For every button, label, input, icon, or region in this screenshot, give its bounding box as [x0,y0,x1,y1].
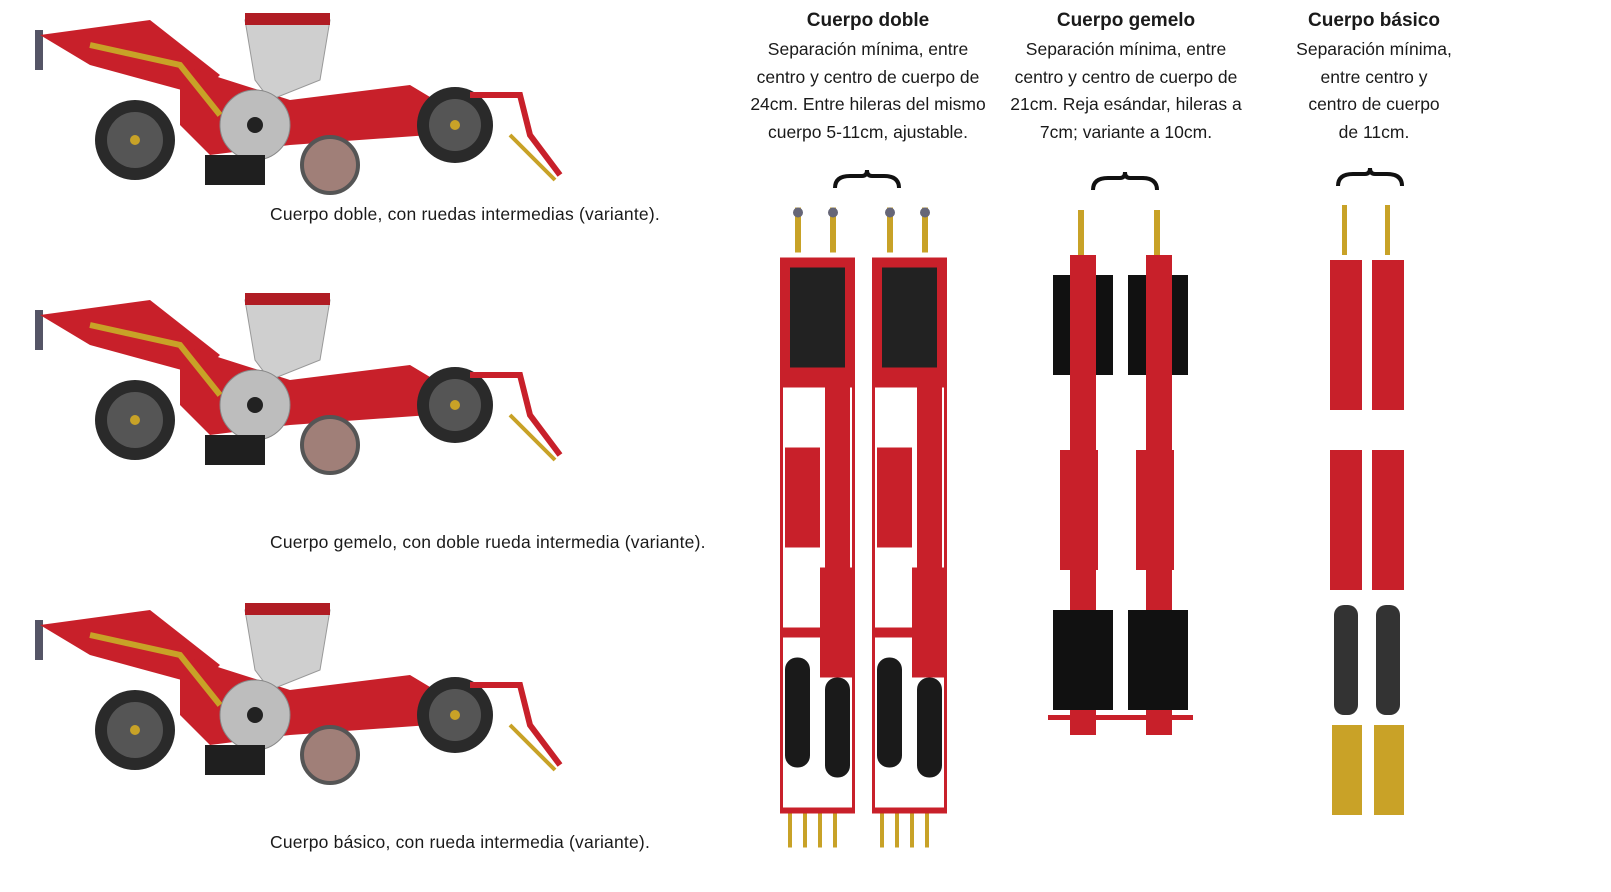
top-view-cuerpo-basico [1330,205,1404,815]
desc-line: Separación mínima, [1296,39,1452,59]
desc-line: entre centro y [1320,66,1428,87]
side-view-cuerpo-gemelo-image [30,285,570,505]
column-cuerpo-doble: Cuerpo doble Separación mínima, entre cen… [738,10,998,146]
column-cuerpo-basico: Cuerpo básico Separación mínima, entre ce… [1244,10,1504,146]
desc-line: Separación mínima, entre [1025,39,1227,59]
desc-line: centro y centro de cuerpo de [1014,66,1238,87]
brace-cuerpo-doble [833,169,901,189]
caption-cuerpo-doble: Cuerpo doble, con ruedas intermedias (va… [270,204,660,224]
top-view-cuerpo-doble-right [872,205,952,850]
brace-cuerpo-gemelo [1091,171,1159,191]
column-title: Cuerpo doble [806,10,930,31]
desc-line: cuerpo 5-11cm, ajustable. [767,121,969,142]
column-title: Cuerpo básico [1308,10,1440,31]
desc-line: Separación mínima, entre [767,39,969,59]
desc-line: 24cm. Entre hileras del mismo [750,94,986,114]
brace-cuerpo-basico [1336,167,1404,187]
top-view-cuerpo-gemelo [1048,210,1193,735]
desc-line: centro y centro de cuerpo de [756,66,980,87]
side-view-cuerpo-basico-image [30,595,570,815]
desc-line: centro de cuerpo [1308,94,1440,114]
caption-cuerpo-basico: Cuerpo básico, con rueda intermedia (var… [270,832,651,852]
desc-line: de 11cm. [1338,121,1410,142]
top-view-cuerpo-doble-left [780,205,860,850]
desc-line: 21cm. Reja esándar, hileras a [1010,94,1242,114]
desc-line: 7cm; variante a 10cm. [1039,121,1213,142]
column-title: Cuerpo gemelo [1056,10,1196,31]
column-cuerpo-gemelo: Cuerpo gemelo Separación mínima, entre ce… [996,10,1256,146]
side-view-cuerpo-doble-image [30,5,570,225]
caption-cuerpo-gemelo: Cuerpo gemelo, con doble rueda intermedi… [270,532,706,552]
